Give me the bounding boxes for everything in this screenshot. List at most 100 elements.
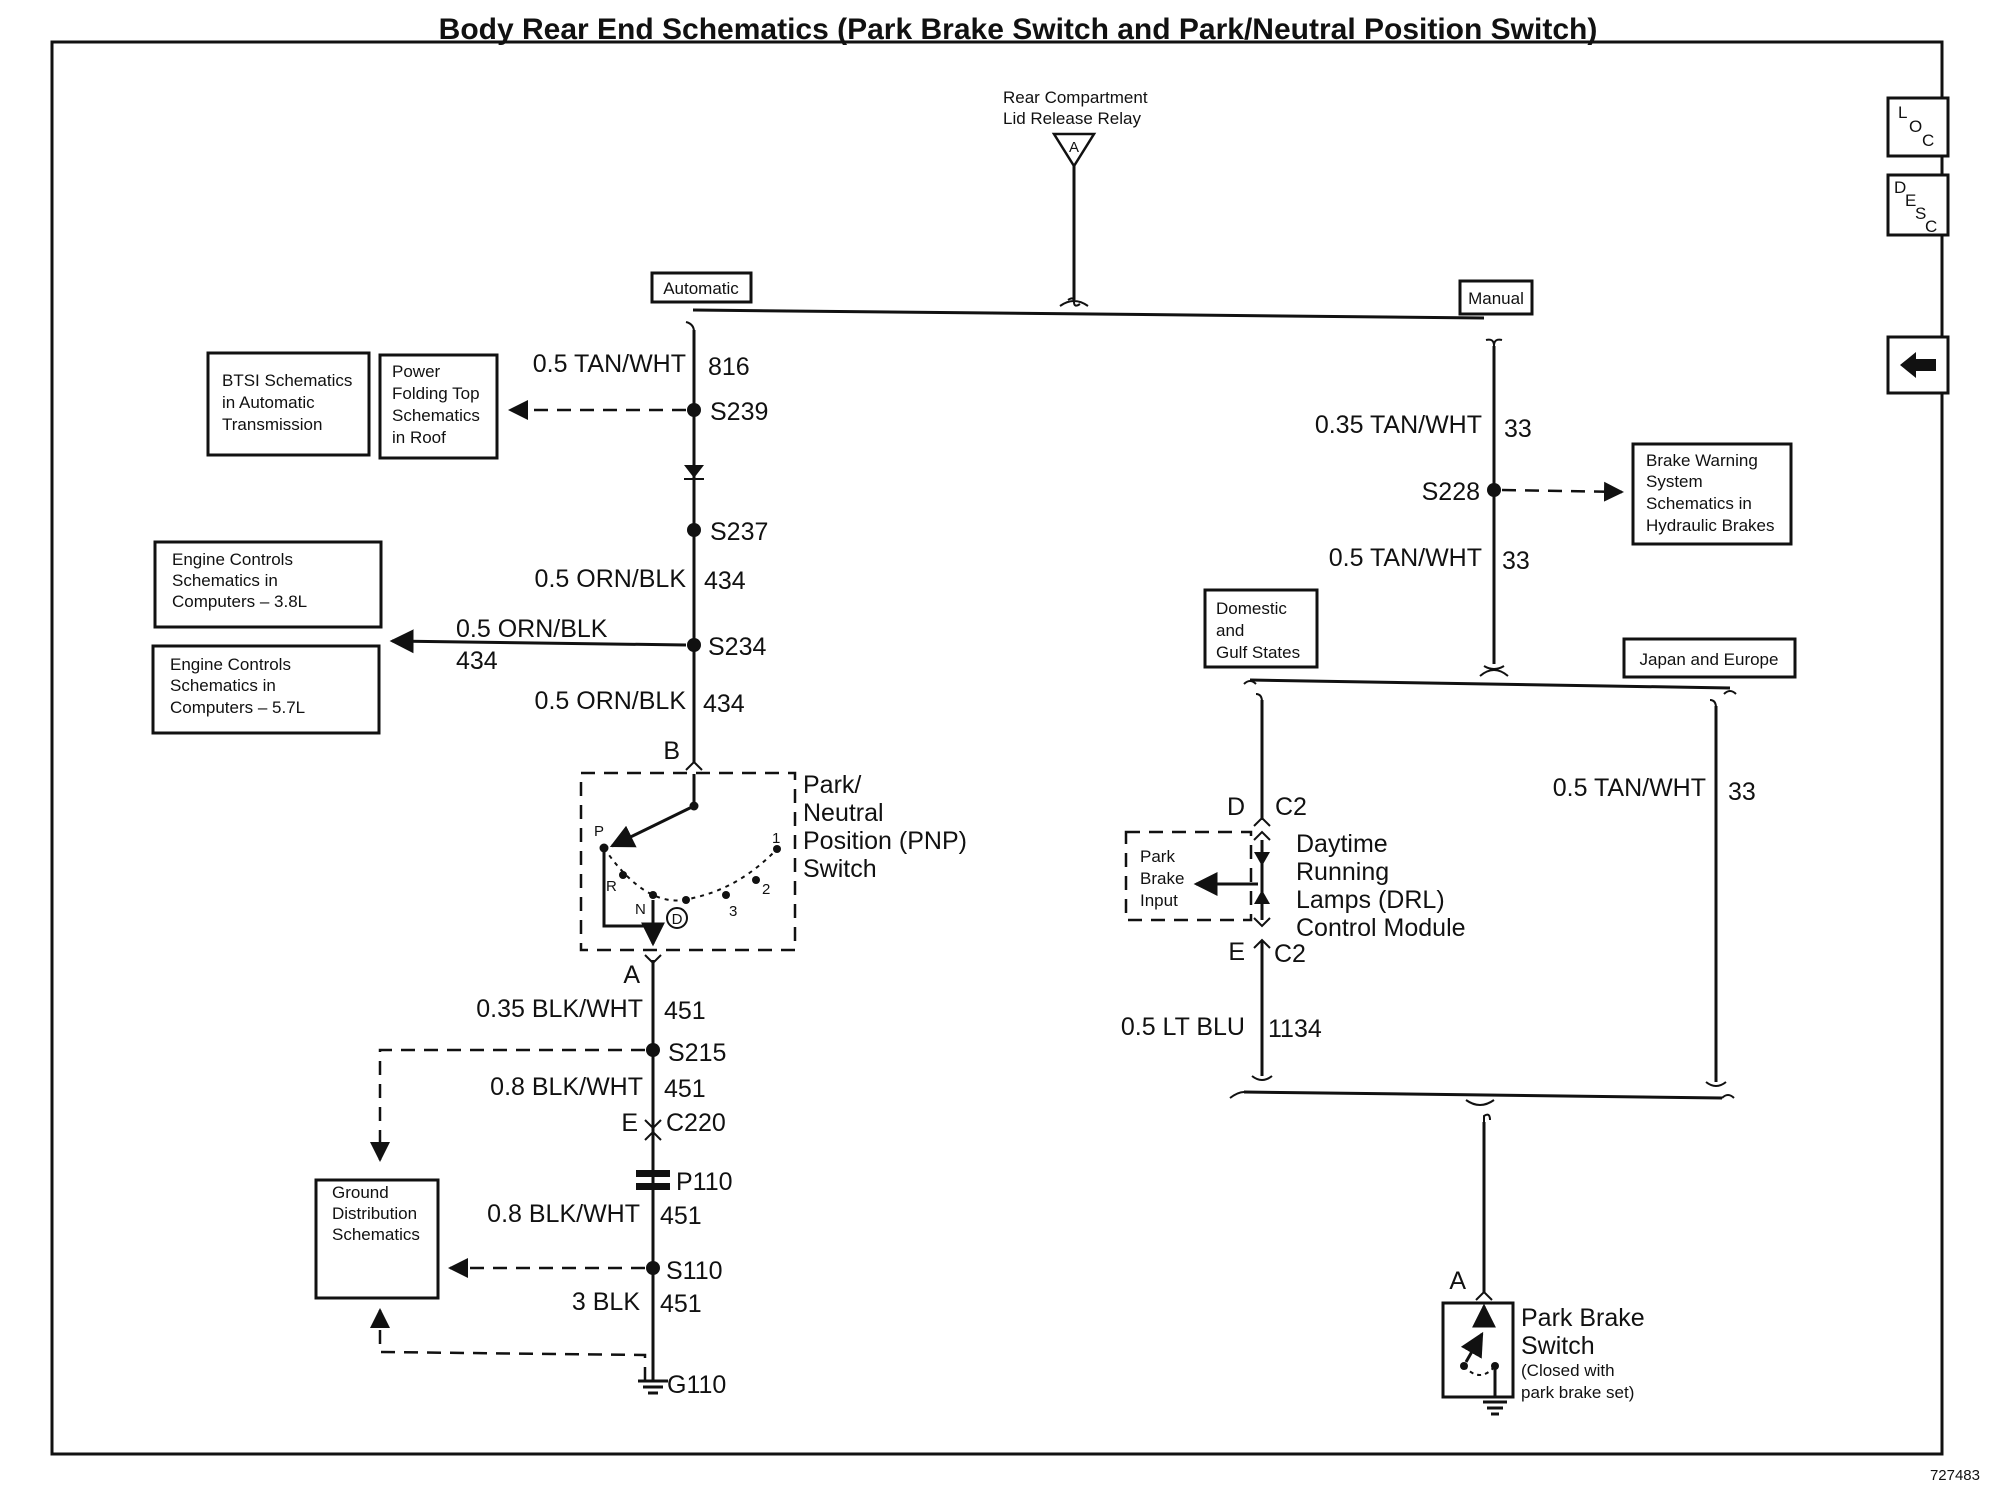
wire-label-434c: 0.5 ORN/BLK 434 (535, 687, 745, 718)
svg-text:Schematics in: Schematics in (1646, 494, 1752, 513)
svg-text:1: 1 (772, 830, 780, 847)
wire-label-451b: 0.8 BLK/WHT 451 (490, 1073, 706, 1103)
svg-text:C: C (1925, 217, 1937, 236)
svg-text:D: D (1227, 793, 1245, 821)
svg-text:C: C (1922, 131, 1934, 150)
svg-text:O: O (1909, 117, 1922, 136)
svg-text:0.35 TAN/WHT: 0.35 TAN/WHT (1315, 411, 1482, 439)
svg-text:0.8 BLK/WHT: 0.8 BLK/WHT (490, 1073, 643, 1101)
svg-text:Computers – 5.7L: Computers – 5.7L (170, 698, 305, 717)
svg-text:0.5 LT BLU: 0.5 LT BLU (1121, 1013, 1245, 1041)
svg-text:0.5 ORN/BLK: 0.5 ORN/BLK (535, 565, 687, 593)
svg-text:in Automatic: in Automatic (222, 393, 315, 412)
svg-text:Engine Controls: Engine Controls (172, 550, 293, 569)
branch-automatic: Automatic (650, 271, 753, 304)
ref-box-ground-distribution: Ground Distribution Schematics (314, 1178, 440, 1300)
back-arrow-button[interactable] (1886, 335, 1950, 395)
park-brake-switch (1441, 1301, 1515, 1399)
desc-button[interactable]: D E S C (1886, 173, 1950, 237)
pass-through-p110 (636, 1170, 670, 1190)
wire-label-816: 0.5 TAN/WHT 816 (533, 350, 750, 381)
svg-text:Brake Warning: Brake Warning (1646, 451, 1758, 470)
svg-text:E: E (1905, 191, 1916, 210)
svg-text:1134: 1134 (1268, 1015, 1322, 1043)
svg-text:S234: S234 (708, 633, 766, 661)
svg-text:Lid Release Relay: Lid Release Relay (1003, 109, 1141, 128)
ref-box-engine-3-8l: Engine Controls Schematics in Computers … (153, 540, 383, 629)
svg-text:D: D (1894, 178, 1906, 197)
svg-text:N: N (635, 901, 646, 918)
svg-text:Position (PNP): Position (PNP) (803, 827, 967, 855)
svg-text:Power: Power (392, 362, 441, 381)
svg-text:0.8 BLK/WHT: 0.8 BLK/WHT (487, 1200, 640, 1228)
wire-label-451d: 3 BLK 451 (572, 1288, 702, 1318)
svg-text:Automatic: Automatic (663, 279, 739, 298)
loc-button[interactable]: L O C (1886, 96, 1950, 158)
svg-text:Domestic: Domestic (1216, 599, 1287, 618)
svg-text:Switch: Switch (803, 855, 877, 883)
svg-text:Computers – 3.8L: Computers – 3.8L (172, 592, 307, 611)
svg-text:816: 816 (708, 353, 750, 381)
svg-text:33: 33 (1728, 778, 1756, 806)
ref-box-brake-warning: Brake Warning System Schematics in Hydra… (1631, 442, 1793, 546)
drl-module-housing (1124, 830, 1253, 922)
splice-s110 (646, 1261, 660, 1275)
svg-text:P: P (594, 823, 604, 840)
svg-text:434: 434 (704, 567, 746, 595)
pnp-switch-housing (579, 771, 797, 952)
svg-text:Switch: Switch (1521, 1332, 1595, 1360)
svg-text:451: 451 (660, 1202, 702, 1230)
svg-text:451: 451 (664, 997, 706, 1025)
svg-text:Rear Compartment: Rear Compartment (1003, 88, 1148, 107)
svg-text:Lamps (DRL): Lamps (DRL) (1296, 886, 1445, 914)
svg-text:Gulf States: Gulf States (1216, 643, 1300, 662)
svg-text:Hydraulic Brakes: Hydraulic Brakes (1646, 516, 1775, 535)
pnp-switch-label: Park/ Neutral Position (PNP) Switch (803, 771, 967, 883)
wire-label-1134: 0.5 LT BLU 1134 (1121, 1013, 1322, 1043)
svg-text:Schematics: Schematics (392, 406, 480, 425)
svg-text:0.5 TAN/WHT: 0.5 TAN/WHT (533, 350, 686, 378)
svg-text:Schematics in: Schematics in (172, 571, 278, 590)
svg-text:C220: C220 (666, 1109, 726, 1137)
ground-symbol-g110 (638, 1379, 668, 1395)
svg-text:Schematics: Schematics (332, 1225, 420, 1244)
svg-text:System: System (1646, 472, 1703, 491)
svg-text:Neutral: Neutral (803, 799, 884, 827)
svg-text:0.5 ORN/BLK: 0.5 ORN/BLK (456, 615, 608, 643)
branch-domestic: Domestic and Gulf States (1203, 588, 1319, 669)
wire-label-33b: 0.5 TAN/WHT 33 (1329, 544, 1530, 575)
svg-text:A: A (623, 961, 640, 989)
svg-text:434: 434 (703, 690, 745, 718)
svg-text:Park: Park (1140, 847, 1175, 866)
svg-text:Daytime: Daytime (1296, 830, 1388, 858)
svg-text:R: R (606, 878, 617, 895)
svg-text:park brake set): park brake set) (1521, 1383, 1634, 1402)
splice-s215 (646, 1043, 660, 1057)
svg-text:S239: S239 (710, 398, 768, 426)
svg-text:Running: Running (1296, 858, 1389, 886)
svg-text:S228: S228 (1422, 478, 1480, 506)
svg-text:Engine Controls: Engine Controls (170, 655, 291, 674)
wire-label-33a: 0.35 TAN/WHT 33 (1315, 411, 1532, 443)
splice-s237 (687, 523, 701, 537)
left-arrow-icon (1900, 352, 1936, 378)
wire-label-451a: 0.35 BLK/WHT 451 (476, 995, 705, 1025)
svg-text:0.5 TAN/WHT: 0.5 TAN/WHT (1329, 544, 1482, 572)
branch-japan-europe: Japan and Europe (1622, 637, 1797, 679)
svg-text:E: E (621, 1109, 638, 1137)
svg-text:S110: S110 (666, 1257, 723, 1285)
svg-text:Park Brake: Park Brake (1521, 1304, 1645, 1332)
branch-manual: Manual (1458, 279, 1534, 316)
svg-text:3: 3 (729, 903, 737, 920)
splice-s234 (687, 638, 701, 652)
svg-text:Control Module: Control Module (1296, 914, 1466, 942)
svg-text:P110: P110 (676, 1168, 733, 1196)
svg-text:C2: C2 (1275, 793, 1307, 821)
svg-text:A: A (1449, 1267, 1466, 1295)
svg-text:3 BLK: 3 BLK (572, 1288, 640, 1316)
svg-text:Schematics in: Schematics in (170, 676, 276, 695)
svg-text:Park/: Park/ (803, 771, 861, 799)
splice-s239 (687, 403, 701, 417)
pnp-switch: P R N D 3 2 1 (594, 774, 781, 947)
